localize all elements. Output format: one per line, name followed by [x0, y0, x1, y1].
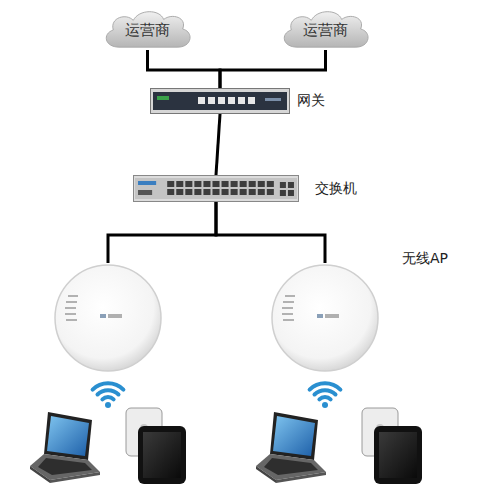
- tablet-icon: [362, 408, 422, 484]
- laptop-icon: [256, 412, 326, 483]
- network-link: [108, 202, 216, 263]
- network-link: [148, 50, 221, 88]
- network-link: [220, 50, 326, 88]
- ap-node: [270, 263, 380, 373]
- network-link: [216, 202, 325, 263]
- access-point: [270, 263, 380, 373]
- switch-device: [133, 175, 299, 202]
- ap-node: [53, 263, 163, 373]
- device-label: 交换机: [315, 180, 357, 196]
- gateway-node: 网关: [150, 88, 290, 114]
- group-label: 无线AP: [402, 250, 448, 266]
- node-label: 运营商: [278, 22, 373, 38]
- wifi-symbol: [93, 383, 124, 408]
- switch-node: 交换机: [133, 175, 299, 202]
- access-point: [53, 263, 163, 373]
- tablet-icon: [126, 408, 186, 484]
- laptop-icon: [30, 412, 100, 483]
- node-label: 运营商: [100, 22, 195, 38]
- cloud-node: 运营商: [278, 8, 373, 50]
- wifi-symbol: [310, 383, 341, 408]
- gateway-device: [150, 88, 290, 114]
- device-label: 网关: [297, 92, 325, 108]
- cloud-node: 运营商: [100, 8, 195, 50]
- network-link: [216, 114, 220, 175]
